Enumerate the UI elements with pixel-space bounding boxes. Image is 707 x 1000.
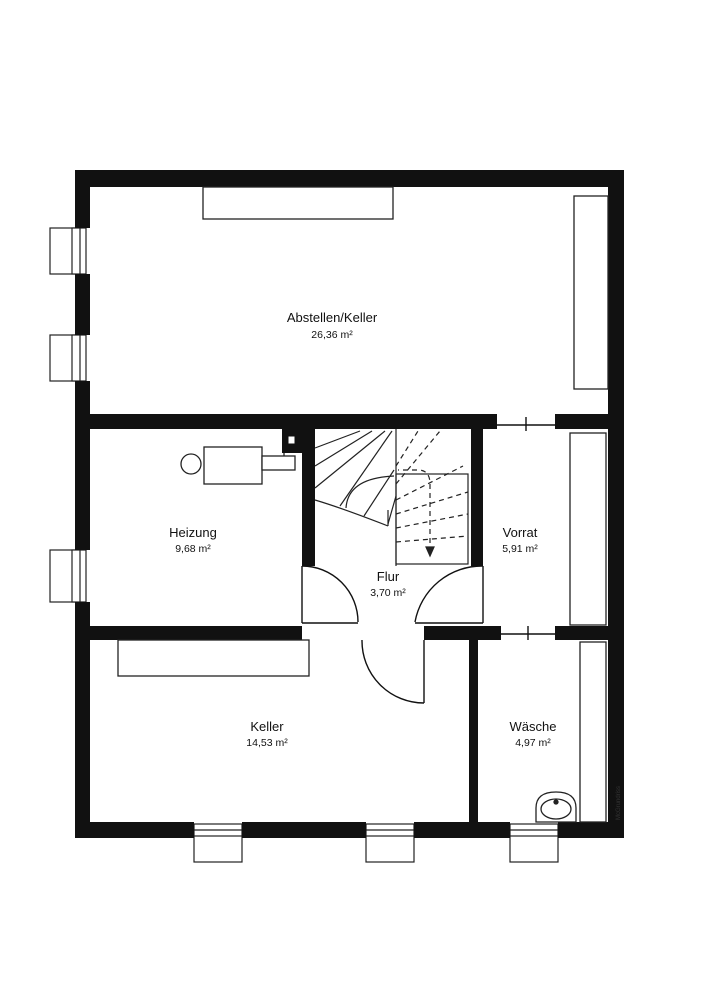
wall-right (608, 170, 624, 838)
window-bottom-1 (193, 823, 243, 863)
walls (75, 170, 624, 838)
wall-flur-left (302, 429, 315, 566)
room-name: Abstellen/Keller (287, 310, 378, 325)
room-label-abstellen-keller: Abstellen/Keller 26,36 m² (287, 310, 378, 341)
room-label-heizung: Heizung 9,68 m² (169, 525, 217, 555)
wall-bottom-2 (242, 822, 366, 838)
wall-left-2 (75, 274, 90, 335)
wall-keller-waesche (469, 640, 478, 822)
room-name: Flur (377, 569, 400, 584)
wall-flur-right (471, 429, 483, 566)
door-heizung (301, 565, 359, 623)
shelf-abstellen-top (202, 186, 394, 220)
room-area: 14,53 m² (246, 737, 288, 749)
room-area: 3,70 m² (370, 587, 406, 599)
room-area: 4,97 m² (515, 737, 551, 749)
room-label-flur: Flur 3,70 m² (370, 569, 406, 599)
window-left-1 (49, 227, 87, 275)
room-label-vorrat: Vorrat 5,91 m² (502, 525, 538, 555)
window-bottom-3 (509, 823, 559, 863)
wall-bottom-3 (414, 822, 510, 838)
wall-left-4 (75, 602, 90, 838)
window-left-3 (49, 549, 87, 603)
door-vorrat (414, 565, 484, 623)
wall-mid-upper-b (555, 414, 608, 429)
room-name: Heizung (169, 525, 217, 540)
fixtures (117, 186, 609, 823)
wall-top (75, 170, 624, 187)
wash-basin (535, 791, 577, 823)
shelf-keller (117, 639, 310, 677)
room-name: Wäsche (510, 719, 557, 734)
opening-waesche-top (501, 626, 555, 640)
room-area: 26,36 m² (311, 329, 353, 341)
wall-left-1 (75, 170, 90, 228)
room-label-keller: Keller 14,53 m² (246, 719, 288, 749)
opening-vorrat-top (497, 417, 555, 431)
stair-well (315, 429, 471, 566)
shelf-abstellen-right (573, 195, 609, 390)
room-label-waesche: Wäsche 4,97 m² (510, 719, 557, 749)
wall-mid-upper-a (90, 414, 497, 429)
wall-mid-lower-c (555, 626, 608, 640)
wall-mid-lower-a (90, 626, 302, 640)
doors (301, 417, 555, 704)
heating-unit (180, 446, 296, 485)
wall-mid-lower-b (424, 626, 501, 640)
window-bottom-2 (365, 823, 415, 863)
credit-text: McGrundriss (616, 786, 622, 820)
wall-bottom-1 (75, 822, 194, 838)
wall-left-3 (75, 381, 90, 550)
room-name: Keller (250, 719, 284, 734)
wall-bottom-4 (558, 822, 624, 838)
room-area: 5,91 m² (502, 543, 538, 555)
door-keller (361, 639, 425, 704)
staircase (314, 429, 471, 566)
room-name: Vorrat (503, 525, 538, 540)
room-area: 9,68 m² (175, 543, 211, 555)
window-left-2 (49, 334, 87, 382)
windows (49, 227, 559, 863)
shelf-vorrat (569, 432, 607, 626)
shelf-waesche (579, 641, 607, 823)
